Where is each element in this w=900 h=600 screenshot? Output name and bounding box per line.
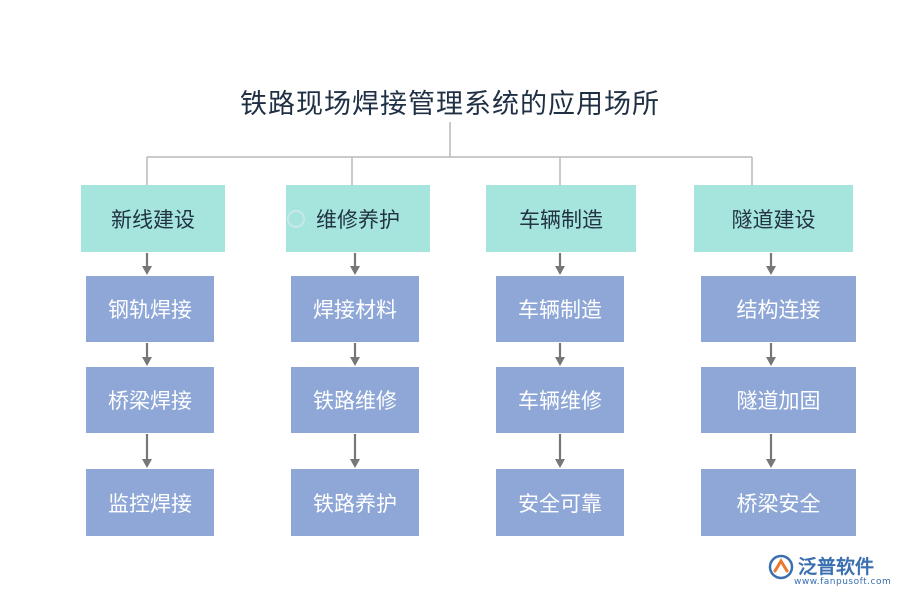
item-tunnel-reinforcement: 隧道加固 xyxy=(701,367,856,433)
arrow-item2-to-item3-col3-head xyxy=(766,459,776,468)
arrow-head-to-item1-col2-head xyxy=(555,266,565,275)
diagram-title: 铁路现场焊接管理系统的应用场所 xyxy=(240,89,660,120)
brand-name: 泛普软件 xyxy=(798,556,875,578)
item-bridge-welding: 桥梁焊接 xyxy=(86,367,214,433)
category-tunnel-construction: 隧道建设 xyxy=(694,185,853,252)
brand-url: www.fanpusoft.com xyxy=(794,577,892,587)
arrow-item1-to-item2-col0-head xyxy=(142,357,152,366)
item-monitor-welding: 监控焊接 xyxy=(86,469,214,536)
item-railway-upkeep: 铁路养护 xyxy=(291,469,419,536)
item-safe-reliable: 安全可靠 xyxy=(496,469,624,536)
arrow-head-to-item1-col0-head xyxy=(142,266,152,275)
item-vehicle-manufacturing: 车辆制造 xyxy=(496,276,624,342)
category-new-line-construction: 新线建设 xyxy=(81,185,225,252)
arrow-item1-to-item2-col3-head xyxy=(766,357,776,366)
item-bridge-safety: 桥梁安全 xyxy=(701,469,856,536)
brand-logo: 泛普软件 www.fanpusoft.com xyxy=(768,550,893,590)
category-maintenance: 维修养护 xyxy=(286,185,430,252)
item-welding-materials: 焊接材料 xyxy=(291,276,419,342)
category-vehicle-manufacturing: 车辆制造 xyxy=(486,185,636,252)
arrow-item2-to-item3-col1-head xyxy=(350,459,360,468)
watermark-icon xyxy=(287,210,305,228)
arrow-head-to-item1-col1-head xyxy=(350,266,360,275)
item-structural-connection: 结构连接 xyxy=(701,276,856,342)
arrow-item2-to-item3-col0-head xyxy=(142,459,152,468)
item-vehicle-repair: 车辆维修 xyxy=(496,367,624,433)
arrow-item1-to-item2-col1-head xyxy=(350,357,360,366)
arrow-item1-to-item2-col2-head xyxy=(555,357,565,366)
item-rail-welding: 钢轨焊接 xyxy=(86,276,214,342)
arrow-head-to-item1-col3-head xyxy=(766,266,776,275)
brand-logo-icon xyxy=(768,554,794,580)
item-railway-repair: 铁路维修 xyxy=(291,367,419,433)
arrow-item2-to-item3-col2-head xyxy=(555,459,565,468)
